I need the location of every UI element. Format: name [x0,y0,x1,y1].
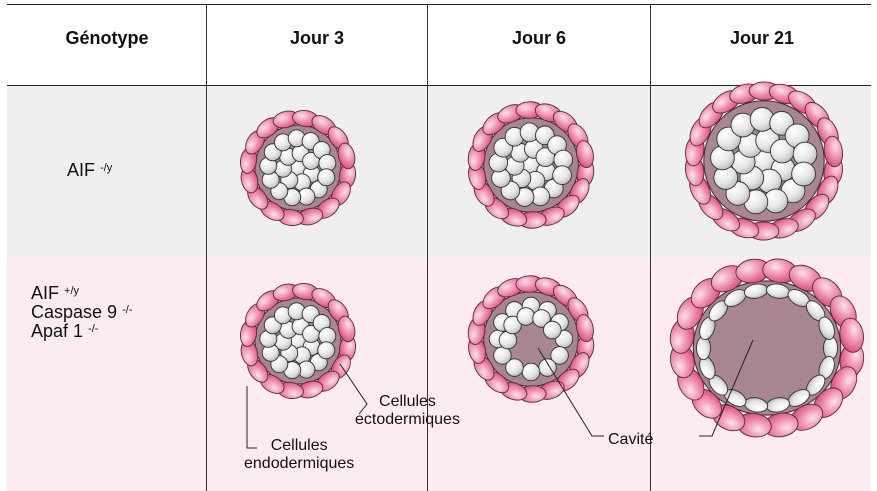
embryo-aif-day-3 [239,109,358,228]
embryo-aif-day-6 [466,101,595,230]
ectoderm-cell [318,169,335,186]
ectoderm-cell [696,336,710,359]
ectoderm-cells-label: Cellules ectodermiques [355,393,460,429]
ectoderm-cell [823,336,837,359]
embryo-aif-day-21 [683,81,844,242]
ectoderm-cell [543,321,561,339]
embryo-mutant-day-21 [668,257,866,440]
embryo-mutant-day-3 [239,282,358,401]
endoderm-cells-label: Cellules endodermiques [244,437,354,473]
ectoderm-cell [517,308,535,326]
cavity-label: Cavité [608,431,653,449]
embryo-mutant-day-6 [466,275,595,404]
comparison-table: Génotype Jour 3 Jour 6 Jour 21 AIF -/y A… [7,4,871,491]
ectoderm-cell [318,342,335,359]
ectoderm-cell [553,166,572,185]
ectoderm-cell [522,363,540,381]
ectoderm-cell [792,162,816,186]
